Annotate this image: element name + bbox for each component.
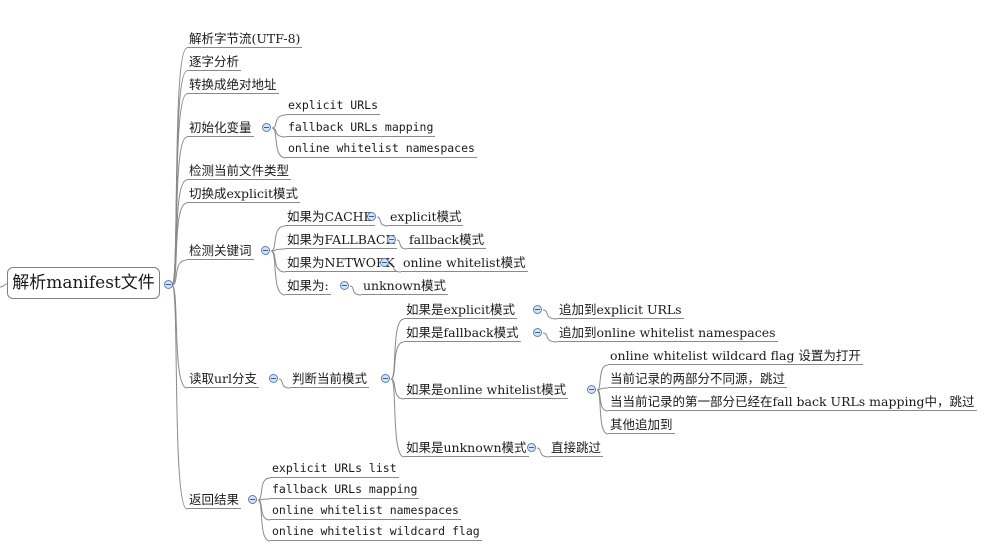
var-fallback-mapping[interactable]: fallback URLs mapping [286, 119, 436, 137]
collapse-toggle-icon[interactable] [164, 280, 173, 289]
connector-line [376, 216, 389, 227]
connector-line [270, 225, 286, 252]
connector-line [257, 477, 271, 501]
action-append-other[interactable]: 其他追加到 [608, 417, 675, 434]
topic-decode-bytes[interactable]: 解析字节流(UTF-8) [187, 31, 303, 48]
collapse-toggle-icon[interactable] [367, 212, 376, 221]
action-skip[interactable]: 直接跳过 [549, 440, 604, 457]
connector-line [171, 284, 188, 510]
keyword-network[interactable]: 如果为NETWORK [285, 255, 397, 272]
topic-detect-keyword[interactable]: 检测关键词 [187, 243, 254, 260]
connector-line [390, 378, 405, 458]
connector-line [536, 447, 550, 458]
mode-online-whitelist[interactable]: online whitelist模式 [401, 255, 528, 272]
connector-line [542, 332, 558, 343]
connector-line [171, 284, 188, 389]
root-topic[interactable]: 解析manifest文件 [7, 267, 160, 299]
collapse-toggle-icon[interactable] [248, 495, 257, 504]
collapse-toggle-icon[interactable] [262, 123, 271, 132]
connector-line [171, 47, 188, 286]
mode-explicit[interactable]: explicit模式 [388, 209, 464, 226]
keyword-colon[interactable]: 如果为: [285, 278, 331, 295]
topic-return-result[interactable]: 返回结果 [187, 492, 242, 509]
connector-line [389, 262, 402, 273]
collapse-toggle-icon[interactable] [533, 305, 542, 314]
collapse-toggle-icon[interactable] [269, 374, 278, 383]
connector-line [271, 127, 287, 159]
collapse-toggle-icon[interactable] [381, 374, 390, 383]
topic-detect-type[interactable]: 检测当前文件类型 [187, 163, 292, 180]
mode-fallback[interactable]: fallback模式 [407, 232, 487, 249]
connector-line [278, 378, 291, 389]
connector-line [171, 70, 188, 286]
connector-line [596, 389, 609, 435]
connector-line [349, 285, 362, 296]
result-explicit-urls[interactable]: explicit URLs list [270, 460, 399, 478]
topic-absolute-url[interactable]: 转换成绝对地址 [187, 77, 279, 94]
topic-init-vars[interactable]: 初始化变量 [187, 120, 254, 137]
topic-judge-mode[interactable]: 判断当前模式 [290, 371, 370, 388]
collapse-toggle-icon[interactable] [533, 328, 542, 337]
topic-read-url[interactable]: 读取url分支 [187, 371, 260, 388]
connector-line [0, 283, 8, 288]
result-fallback-mapping[interactable]: fallback URLs mapping [270, 481, 420, 499]
case-online-whitelist-mode[interactable]: 如果是online whitelist模式 [404, 382, 569, 399]
collapse-toggle-icon[interactable] [387, 235, 396, 244]
keyword-fallback[interactable]: 如果为FALLBACK [285, 232, 397, 249]
result-whitelist-namespaces[interactable]: online whitelist namespaces [270, 502, 461, 520]
connector-line [542, 309, 558, 320]
connector-line [271, 114, 287, 129]
connector-line [396, 239, 408, 250]
var-whitelist-namespaces[interactable]: online whitelist namespaces [286, 140, 477, 158]
keyword-cache[interactable]: 如果为CACHE [285, 209, 375, 226]
collapse-toggle-icon[interactable] [261, 246, 270, 255]
case-explicit-mode[interactable]: 如果是explicit模式 [404, 302, 517, 319]
case-unknown-mode[interactable]: 如果是unknown模式 [404, 440, 529, 457]
case-fallback-mode[interactable]: 如果是fallback模式 [404, 325, 521, 342]
collapse-toggle-icon[interactable] [340, 281, 349, 290]
connector-line [257, 499, 271, 542]
action-append-explicit[interactable]: 追加到explicit URLs [557, 302, 684, 319]
connector-line [596, 364, 609, 391]
connector-line [270, 250, 286, 296]
topic-char-analysis[interactable]: 逐字分析 [187, 54, 242, 71]
action-append-whitelist[interactable]: 追加到online whitelist namespaces [557, 325, 778, 342]
collapse-toggle-icon[interactable] [527, 443, 536, 452]
action-skip-in-fallback[interactable]: 当当前记录的第一部分已经在fall back URLs mapping中，跳过 [608, 394, 977, 411]
collapse-toggle-icon[interactable] [587, 385, 596, 394]
mode-unknown[interactable]: unknown模式 [361, 278, 449, 295]
topic-switch-explicit[interactable]: 切换成explicit模式 [187, 186, 300, 203]
action-skip-cross-origin[interactable]: 当前记录的两部分不同源，跳过 [608, 371, 788, 388]
connector-line [390, 341, 405, 380]
result-wildcard-flag[interactable]: online whitelist wildcard flag [270, 523, 482, 541]
connector-line [171, 259, 188, 286]
action-set-wildcard-flag[interactable]: online whitelist wildcard flag 设置为打开 [608, 348, 863, 365]
collapse-toggle-icon[interactable] [380, 258, 389, 267]
connector-line [171, 202, 188, 286]
var-explicit-urls[interactable]: explicit URLs [286, 97, 381, 115]
connector-line [171, 93, 188, 286]
